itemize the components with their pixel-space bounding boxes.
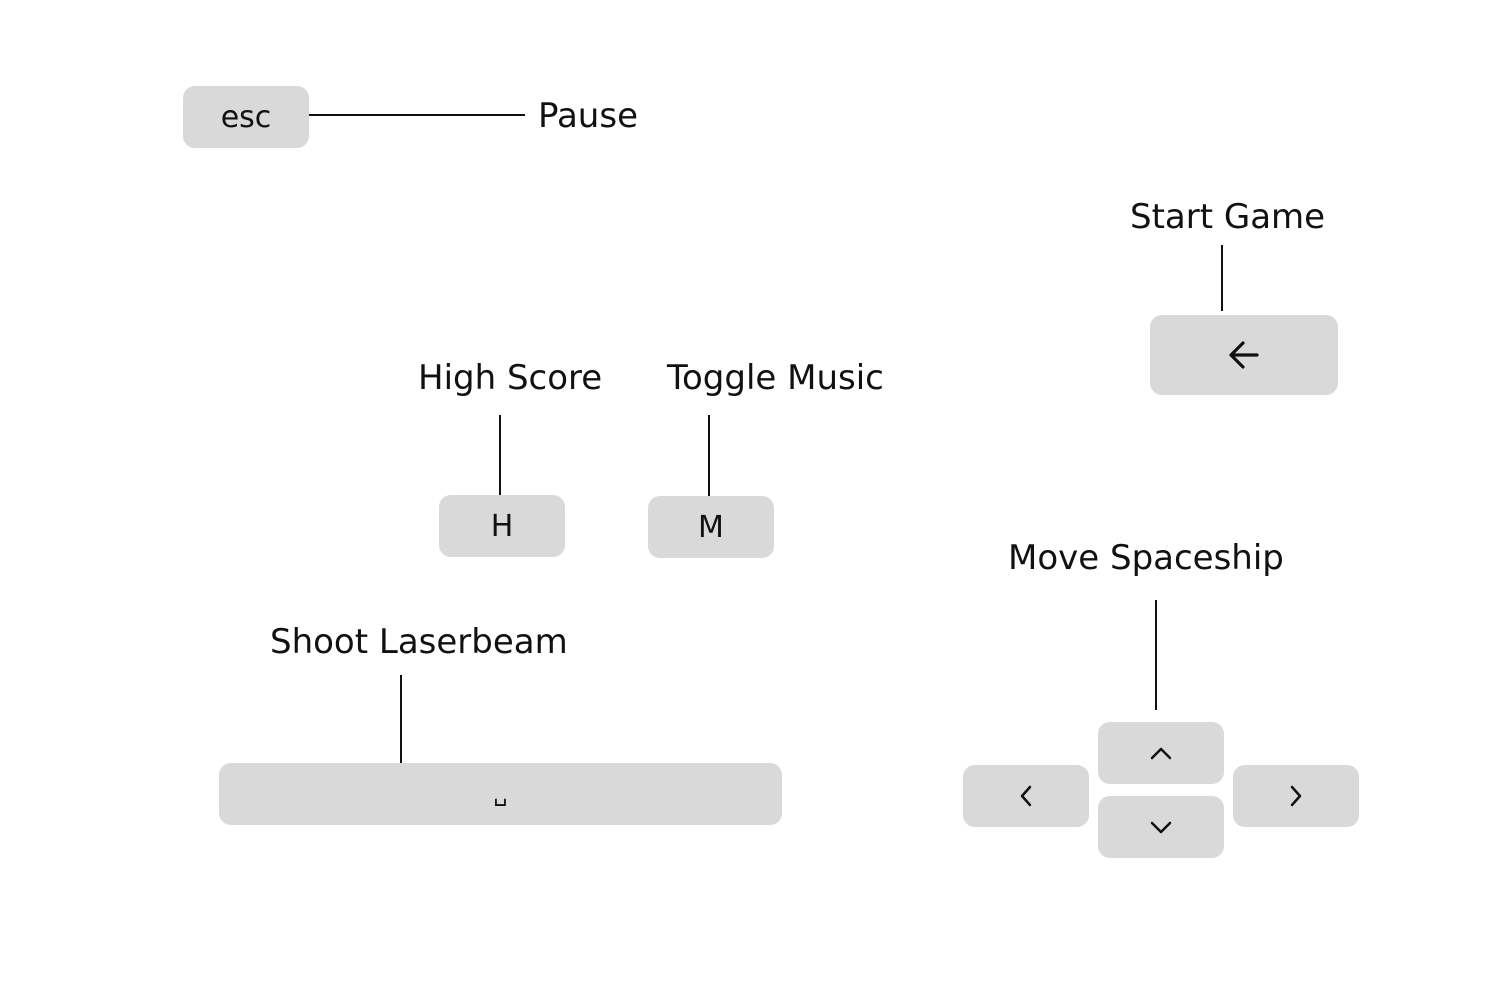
esc-key[interactable]: esc xyxy=(183,86,309,148)
shoot-connector-line xyxy=(400,675,402,765)
toggle-music-connector-line xyxy=(708,415,710,496)
chevron-down-icon xyxy=(1149,819,1173,835)
shoot-laserbeam-label: Shoot Laserbeam xyxy=(270,622,568,662)
right-arrow-key[interactable] xyxy=(1233,765,1359,827)
start-game-label: Start Game xyxy=(1130,197,1326,237)
start-game-connector-line xyxy=(1221,245,1223,311)
esc-key-label: esc xyxy=(220,99,272,135)
chevron-left-icon xyxy=(1018,784,1034,808)
space-key-label: ␣ xyxy=(493,781,508,807)
down-arrow-key[interactable] xyxy=(1098,796,1224,858)
high-score-connector-line xyxy=(499,415,501,495)
toggle-music-label: Toggle Music xyxy=(667,358,884,398)
m-key[interactable]: M xyxy=(648,496,774,558)
up-arrow-key[interactable] xyxy=(1098,722,1224,784)
high-score-label: High Score xyxy=(418,358,603,398)
h-key[interactable]: H xyxy=(439,495,565,557)
move-connector-line xyxy=(1155,600,1157,710)
chevron-up-icon xyxy=(1149,745,1173,761)
pause-label: Pause xyxy=(538,96,638,136)
pause-connector-line xyxy=(309,114,525,116)
space-key[interactable]: ␣ xyxy=(219,763,782,825)
left-arrow-key[interactable] xyxy=(963,765,1089,827)
start-game-key[interactable] xyxy=(1150,315,1338,395)
chevron-right-icon xyxy=(1288,784,1304,808)
move-spaceship-label: Move Spaceship xyxy=(1008,538,1284,578)
m-key-label: M xyxy=(698,509,724,545)
h-key-label: H xyxy=(490,508,514,544)
arrow-left-icon xyxy=(1227,338,1261,372)
